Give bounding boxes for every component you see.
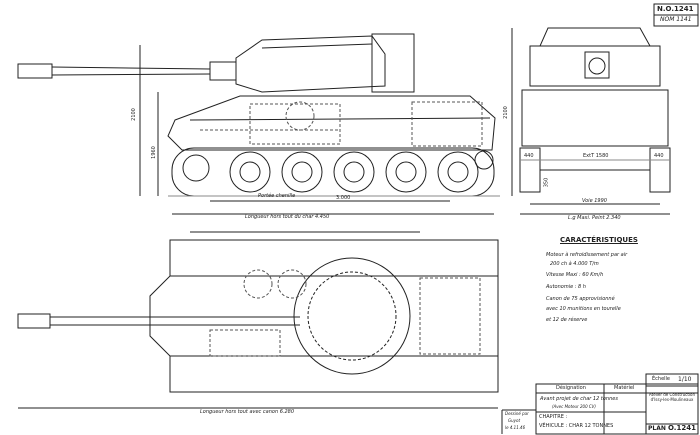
front-overall-width-label: L.g Maxi. Peint 2.340: [568, 215, 621, 221]
plan-number-label: N.O.1241: [657, 5, 694, 13]
chapter-label: CHAPITRE :: [539, 414, 568, 420]
char-line-2: 200 ch à 4.000 T/m: [550, 261, 599, 267]
designation-note: (Avec Moteur 200 CV): [552, 404, 596, 409]
plan-label: PLAN: [648, 425, 666, 432]
designation-label: Désignation: [556, 385, 586, 391]
track-contact-label: Portée chenille: [258, 193, 296, 199]
front-total-height-label: 2100: [502, 106, 509, 119]
side-view: [17, 33, 500, 215]
front-ground-clearance-label: 350: [543, 177, 550, 188]
scale-value: 1/10: [678, 376, 692, 383]
top-view: [17, 231, 499, 409]
front-left-track-label: 440: [524, 153, 534, 159]
track-contact-value: 3.000: [336, 195, 351, 201]
characteristics-title: CARACTÉRISTIQUES: [560, 236, 638, 244]
vehicle-label: VÉHICULE : CHAR 12 TONNES: [539, 423, 614, 429]
drawn-date: le 4.11.46: [505, 425, 526, 430]
scale-label: Échelle: [652, 376, 671, 382]
char-line-7: et 12 de réserve: [546, 317, 588, 323]
front-between-tracks-label: ExtT 1580: [583, 153, 609, 159]
drawn-by-label: Dessiné par: [505, 411, 529, 416]
front-view: [511, 27, 671, 215]
char-line-4: Autonomie : 8 h: [546, 284, 586, 290]
length-with-gun-label: Longueur hors tout avec canon 6.280: [200, 409, 295, 415]
title-block-frame: [501, 373, 699, 435]
plan-number-handwritten: NOM 1141: [660, 16, 692, 23]
designation-value: Avant projet de char 12 tonnes: [540, 396, 618, 402]
char-line-1: Moteur à refroidissement par air: [546, 252, 628, 258]
front-right-track-label: 440: [654, 153, 664, 159]
front-track-gauge-label: Voie 1990: [582, 198, 607, 204]
char-line-3: Vitesse Maxi : 60 Km/h: [546, 272, 604, 278]
side-ground-height-label: 1960: [150, 146, 157, 159]
drawn-by-value: Guyot: [508, 418, 521, 423]
char-line-5: Canon de 75 approvisionné: [546, 296, 615, 302]
plan-number-value: O.1241: [668, 424, 696, 432]
atelier-label: Atelier de Construction d'Issy-les-Mouli…: [648, 392, 696, 402]
material-label: Matériel: [614, 385, 635, 391]
side-total-height-label: 2100: [130, 108, 137, 121]
length-without-gun-label: Longueur hors tout du char 4.450: [245, 214, 330, 220]
char-line-6: avec 10 munitions en tourelle: [546, 306, 621, 312]
